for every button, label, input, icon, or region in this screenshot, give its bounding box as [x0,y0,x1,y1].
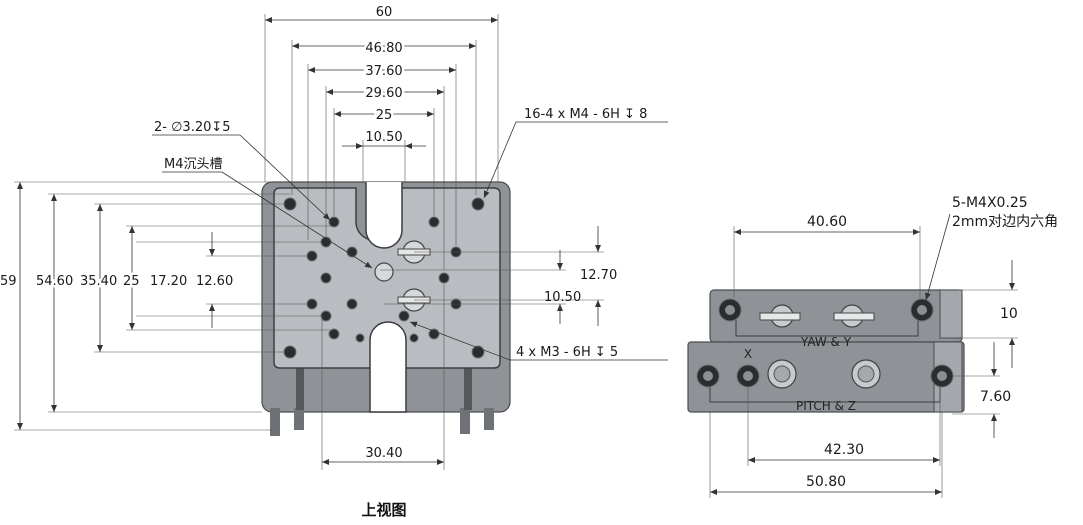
dim-42-30: 42.30 [824,442,864,458]
lower-block [687,341,965,413]
hole [328,328,340,340]
hole [320,310,332,322]
hole [320,272,332,284]
side-view: YAW & Y PITCH & Z X 40.60 10 7.60 42.30 … [687,195,1058,498]
label-x: X [744,347,752,361]
callout-m3-threads: 4 x M3 - 6H ↧ 5 [516,345,618,360]
label-yaw: YAW & Y [800,335,852,349]
hole [283,197,297,211]
dim-54-60: 54.60 [36,274,73,289]
top-view: 60 46.80 37.60 29.60 25 10.50 30.40 59 5… [0,5,668,519]
dim-29-60: 29.60 [365,86,402,101]
hole [355,333,365,343]
dim-12-60: 12.60 [196,274,233,289]
yaw-adjusters [759,304,875,328]
dim-30-40: 30.40 [365,446,402,461]
hole [283,345,297,359]
dim-25-v: 25 [123,274,140,289]
top-view-right-dims [380,226,604,326]
top-slot [365,182,403,249]
dim-10-50: 10.50 [365,130,402,145]
hole [306,250,318,262]
hole [398,310,410,322]
dim-40-60: 40.60 [807,214,847,230]
side-knob [296,366,304,410]
hole [346,298,358,310]
dim-10-50-r: 10.50 [544,290,581,305]
hole [438,272,450,284]
callout-hex-line1: 5-M4X0.25 [952,195,1028,211]
top-view-vertical-dims [14,181,330,431]
side-knob [464,366,472,410]
dim-37-60: 37.60 [365,64,402,79]
dim-59: 59 [0,274,17,289]
hole [471,197,485,211]
view-title: 上视图 [361,501,406,519]
dim-50-80: 50.80 [806,474,846,490]
callout-pin-holes: 2- ∅3.20↧5 [154,120,231,135]
hole [409,333,419,343]
mount-screw [460,408,470,434]
callout-m4-threads: 16-4 x M4 - 6H ↧ 8 [524,107,647,122]
hole [428,216,440,228]
dim-10: 10 [1000,306,1018,322]
dim-25: 25 [376,108,393,123]
yaw-groove [735,312,919,337]
top-view-leaders [152,121,668,361]
mount-screw [484,408,494,430]
dim-46-80: 46.80 [365,41,402,56]
label-pitch: PITCH & Z [796,399,856,413]
center-hole [374,262,394,282]
keyhole-slot [369,321,407,413]
hole [306,298,318,310]
callout-hex-line2: 2mm对边内六角 [952,214,1058,230]
hex-screws [696,298,954,389]
mount-screw [294,408,304,430]
hole [428,328,440,340]
mount-screw [270,408,280,436]
dim-7-60: 7.60 [980,389,1011,405]
callout-counterbore: M4沉头槽 [164,157,223,172]
top-view-horizontal-dims [264,14,499,470]
hole [328,216,340,228]
dim-17-20: 17.20 [150,274,187,289]
dim-60: 60 [376,5,393,20]
dim-12-70: 12.70 [580,268,617,283]
dim-35-40: 35.40 [80,274,117,289]
